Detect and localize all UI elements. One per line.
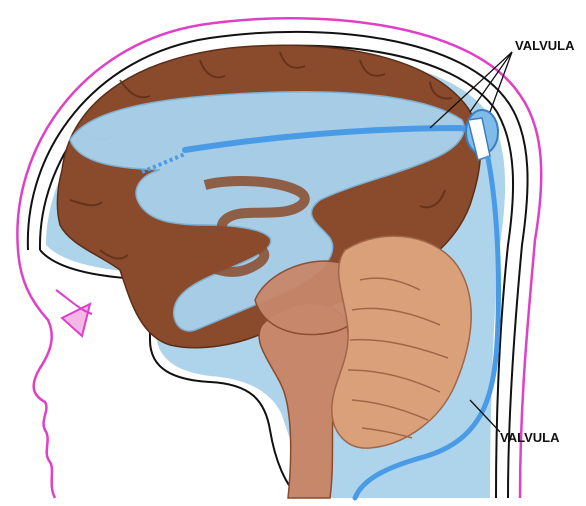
label-valvula-top: VALVULA [515, 38, 575, 53]
label-valvula-bottom: VALVULA [500, 430, 560, 445]
eye [62, 304, 90, 336]
face-profile [18, 250, 55, 498]
